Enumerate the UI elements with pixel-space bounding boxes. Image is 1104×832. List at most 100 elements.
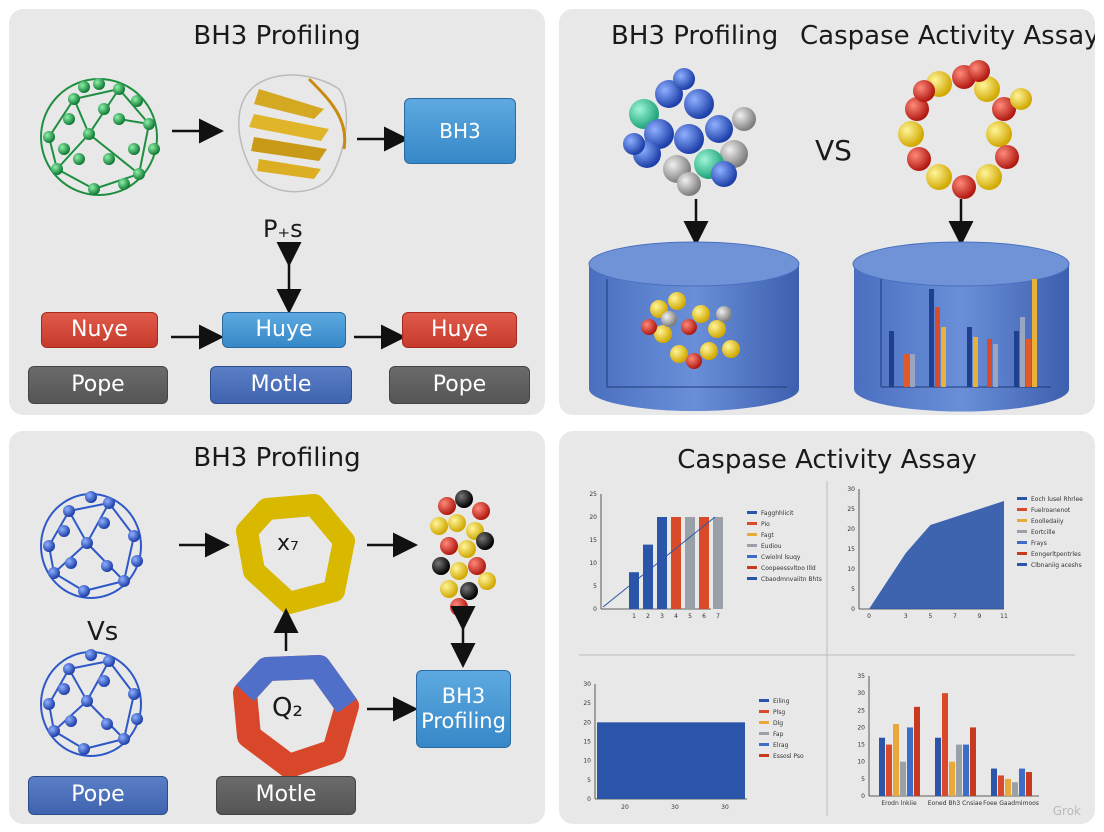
bar: [907, 727, 913, 796]
legend-swatch: [1017, 541, 1027, 544]
legend-entry: Pio: [761, 521, 770, 528]
legend-swatch: [747, 522, 757, 525]
legend-entry: Coopeessvltoo Illd: [761, 565, 816, 572]
y-tick-label: 0: [851, 606, 855, 613]
panel-title: BH3 Profiling: [193, 443, 361, 473]
legend-swatch: [747, 566, 757, 569]
legend-swatch: [759, 721, 769, 724]
x-tick-label: 30: [721, 804, 729, 811]
legend-swatch: [1017, 508, 1027, 511]
x-tick-label: 4: [674, 613, 678, 620]
legend-entry: Eoolledaiiy: [1031, 518, 1064, 525]
legend-entry: Eortcille: [1031, 529, 1056, 536]
y-tick-label: 10: [589, 560, 597, 567]
legend-swatch: [1017, 497, 1027, 500]
y-tick-label: 25: [847, 506, 855, 513]
legend-swatch: [747, 511, 757, 514]
y-tick-label: 35: [857, 673, 865, 680]
x-tick-label: Eoned Bh3 Cnsiae: [928, 800, 983, 807]
y-tick-label: 10: [583, 758, 591, 765]
bar: [991, 768, 997, 796]
y-tick-label: 30: [583, 681, 591, 688]
x-tick-label: 7: [953, 613, 957, 620]
x-tick-label: Foee Gaadmimoos: [983, 800, 1039, 807]
legend-entry: Frays: [1031, 540, 1047, 547]
row-label-3: Pope: [389, 366, 530, 404]
cylinder-right: [852, 241, 1070, 412]
y-tick-label: 15: [589, 537, 597, 544]
x-tick-label: 5: [928, 613, 932, 620]
legend-swatch: [747, 544, 757, 547]
panel-title-left: BH3 Profiling: [611, 21, 779, 51]
bar: [956, 744, 962, 796]
legend-entry: Fap: [773, 731, 784, 738]
bar: [1026, 772, 1032, 796]
bar: [1019, 768, 1025, 796]
legend-swatch: [759, 754, 769, 757]
x-tick-label: 5: [688, 613, 692, 620]
y-tick-label: 0: [861, 793, 865, 800]
x-tick-label: 20: [621, 804, 629, 811]
x-tick-label: 30: [671, 804, 679, 811]
y-tick-label: 5: [861, 776, 865, 783]
x-tick-label: 2: [646, 613, 650, 620]
panel-title-right: Caspase Activity Assay: [800, 21, 1095, 51]
x-tick-label: 3: [904, 613, 908, 620]
x-tick-label: 3: [660, 613, 664, 620]
y-tick-label: 0: [587, 796, 591, 803]
y-tick-label: 15: [847, 546, 855, 553]
panel-title: Caspase Activity Assay: [677, 445, 977, 475]
row-box-2: Huye: [222, 312, 346, 348]
y-tick-label: 5: [587, 777, 591, 784]
panel-bh3-profiling-bottom-left: BH3 Profiling Vs: [9, 431, 545, 824]
protein-ribbon-icon: [238, 74, 348, 193]
cylinder-left: [588, 241, 800, 411]
bar: [685, 517, 695, 609]
bar: [643, 544, 653, 609]
legend-entry: Eoch lusel Rhrlee: [1031, 496, 1083, 503]
legend-entry: Plsg: [773, 709, 785, 716]
panel-art: [40, 490, 496, 778]
bar: [942, 693, 948, 796]
bar: [699, 517, 709, 609]
y-tick-label: 15: [857, 742, 865, 749]
bar: [597, 722, 745, 799]
bar: [963, 744, 969, 796]
bar: [879, 737, 885, 796]
legend-entry: Essosl Pso: [773, 753, 804, 760]
bar: [970, 727, 976, 796]
y-tick-label: 25: [857, 707, 865, 714]
fullerene-green-icon: [40, 78, 160, 196]
legend-entry: Eudiou: [761, 543, 782, 550]
legend-swatch: [759, 732, 769, 735]
label-1: Pope: [28, 776, 168, 815]
legend-swatch: [759, 710, 769, 713]
bar: [657, 517, 667, 609]
y-tick-label: 20: [589, 514, 597, 521]
bar: [949, 761, 955, 796]
y-tick-label: 10: [847, 566, 855, 573]
row-box-1: Nuye: [41, 312, 158, 348]
molecule-blue-icon: [623, 68, 756, 196]
y-tick-label: 10: [857, 759, 865, 766]
bar: [900, 761, 906, 796]
fullerene-blue-icon: [40, 491, 143, 599]
bar: [671, 517, 681, 609]
y-tick-label: 15: [583, 739, 591, 746]
row-box-3: Huye: [402, 312, 517, 348]
ring1-label: x₇: [277, 531, 299, 556]
y-tick-label: 5: [593, 583, 597, 590]
fullerene-blue-icon: [40, 649, 143, 757]
y-tick-label: 25: [589, 491, 597, 498]
area-series: [869, 501, 1004, 609]
legend-entry: Dlg: [773, 720, 783, 727]
x-tick-label: 9: [978, 613, 982, 620]
bar: [629, 572, 639, 609]
label-2: Motle: [216, 776, 356, 815]
bar: [914, 706, 920, 796]
panel-title: BH3 Profiling: [193, 21, 361, 51]
y-tick-label: 5: [851, 586, 855, 593]
bar: [886, 744, 892, 796]
